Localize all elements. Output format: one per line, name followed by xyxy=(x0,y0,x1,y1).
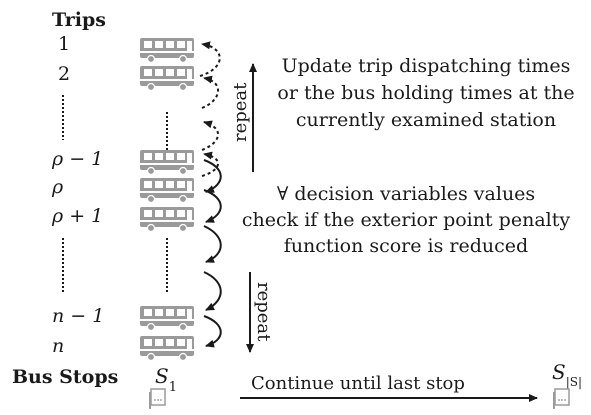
continue-label: Continue until last stop xyxy=(251,373,465,394)
bus-icon-trip-2 xyxy=(139,65,195,92)
curved-arrow-up-dashed-1 xyxy=(199,41,221,77)
curved-arrow-down-3 xyxy=(203,225,222,263)
first-stop-label: S1 xyxy=(155,364,177,395)
last-stop-label: S|S| xyxy=(552,360,582,389)
bus-icon-trip-1 xyxy=(139,37,195,64)
check-text-line-2: check if the exterior point penalty xyxy=(242,209,570,231)
trip-label-n-minus-1: n − 1 xyxy=(52,305,104,327)
update-text-line-2: or the bus holding times at the xyxy=(277,82,574,104)
curved-arrow-down-4 xyxy=(203,271,222,311)
last-bus-stop-icon xyxy=(553,388,570,410)
bus-icon-trip-rho xyxy=(139,177,195,204)
update-text-line-3: currently examined station xyxy=(296,109,556,131)
bus-icon-trip-rho-minus-1 xyxy=(139,149,195,176)
check-text-line-1: ∀ decision variables values xyxy=(277,183,535,205)
bus-icon-trip-rho-plus-1 xyxy=(139,206,195,233)
curved-arrow-down-1 xyxy=(203,159,222,193)
upper-repeat-label: repeat xyxy=(230,82,251,142)
trip-label-rho-plus-1: ρ + 1 xyxy=(51,205,103,227)
curved-arrow-down-5 xyxy=(203,315,222,348)
first-bus-stop-icon xyxy=(149,388,166,410)
bus-icon-trip-n-minus-1 xyxy=(139,305,195,332)
curved-arrow-up-dashed-2 xyxy=(201,75,219,109)
lower-repeat-label: repeat xyxy=(253,282,274,342)
trip-label-rho-minus-1: ρ − 1 xyxy=(51,148,103,170)
trip-label-rho: ρ xyxy=(51,176,64,198)
curved-arrow-up-dashed-3 xyxy=(201,120,219,151)
trips-heading: Trips xyxy=(52,9,106,31)
update-text-line-1: Update trip dispatching times xyxy=(282,55,571,77)
trip-label-n: n xyxy=(52,335,64,357)
trip-label-2: 2 xyxy=(58,63,70,85)
trip-label-1: 1 xyxy=(58,33,70,55)
curved-arrow-up-dashed-4 xyxy=(201,151,219,177)
bus-icon-trip-n xyxy=(139,335,195,362)
check-text-line-3: function score is reduced xyxy=(284,235,528,257)
bus-stops-heading: Bus Stops xyxy=(12,366,118,388)
curved-arrow-down-2 xyxy=(203,189,222,223)
